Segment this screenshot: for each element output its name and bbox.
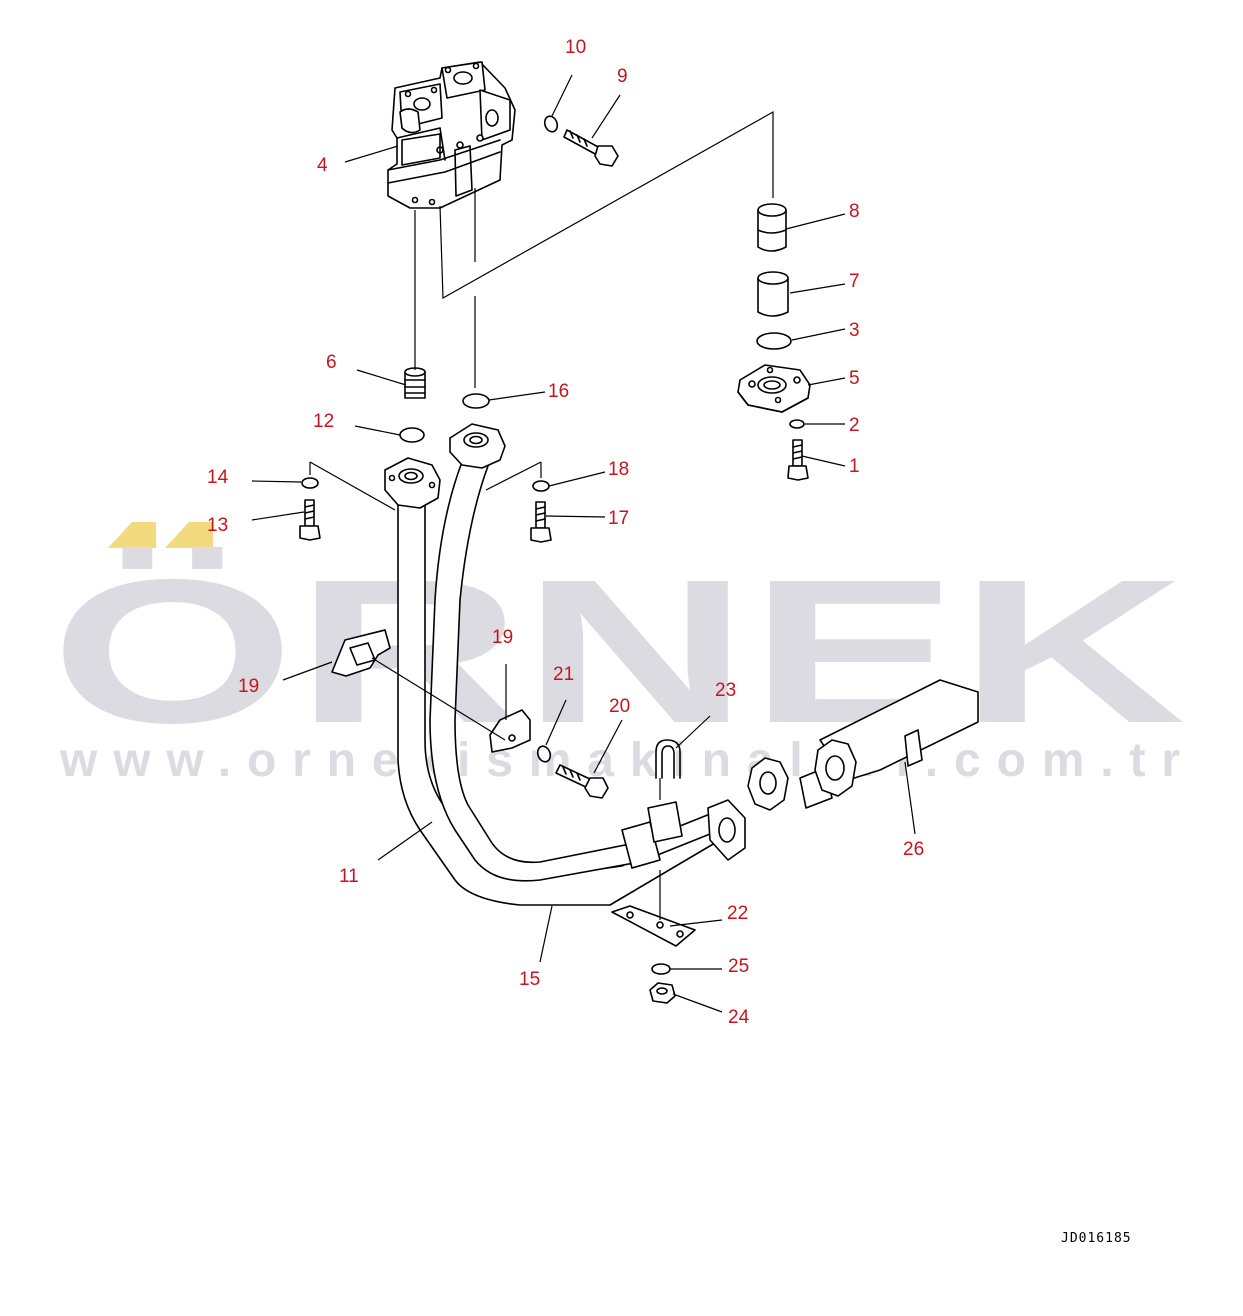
watermark-accent-left [108, 522, 156, 548]
callout-6: 6 [326, 352, 337, 373]
callout-leaders [251, 74, 916, 1013]
washer-part-18 [532, 480, 550, 492]
u-bolt-part-23 [655, 739, 681, 779]
watermark-brand: ÖRNEK [51, 537, 1186, 766]
callout-19-left: 19 [238, 676, 259, 697]
tube-part-11 [384, 457, 729, 906]
watermark: ÖRNEK www.ornekismakinalari.com.tr [51, 522, 1186, 787]
callout-7: 7 [849, 271, 860, 292]
drawing-code: JD016185 [1061, 1231, 1132, 1246]
sleeve-part-7 [757, 271, 789, 317]
callout-11: 11 [339, 866, 359, 887]
callout-23: 23 [715, 680, 736, 701]
callout-18: 18 [608, 459, 629, 480]
callout-17: 17 [608, 508, 629, 529]
nut-part-24 [649, 982, 676, 1004]
callout-25: 25 [728, 956, 749, 977]
callout-24: 24 [728, 1007, 750, 1028]
assembly-lines [309, 110, 774, 920]
fitting-part-6 [404, 367, 426, 399]
watermark-accent-right [165, 522, 213, 548]
callout-19-right: 19 [492, 627, 513, 648]
callout-8: 8 [849, 201, 860, 222]
callout-22: 22 [727, 903, 748, 924]
callout-12: 12 [313, 411, 334, 432]
washer-part-2 [789, 419, 805, 429]
flange-part-5 [737, 364, 811, 413]
callout-2: 2 [849, 415, 860, 436]
plate-part-22 [611, 905, 696, 947]
callout-numbers: 1 2 3 4 5 6 7 8 9 10 11 12 13 14 15 16 1… [207, 37, 924, 1028]
washer-part-21 [536, 745, 552, 763]
washer-part-25 [651, 963, 671, 975]
bolt-part-20 [555, 764, 609, 799]
callout-5: 5 [849, 368, 860, 389]
callout-13: 13 [207, 515, 228, 536]
callout-15: 15 [519, 969, 540, 990]
hose-flange-left [747, 757, 789, 811]
callout-16: 16 [548, 381, 569, 402]
callout-3: 3 [849, 320, 860, 341]
hose-part-26 [747, 679, 979, 811]
sleeve-part-8 [757, 203, 787, 252]
o-ring-part-16 [462, 393, 490, 409]
callout-9: 9 [617, 66, 628, 87]
callout-4: 4 [317, 155, 328, 176]
callout-10: 10 [565, 37, 586, 58]
callout-26: 26 [903, 839, 924, 860]
washer-part-14 [301, 477, 319, 489]
washer-part-10 [543, 115, 559, 133]
tube-end-flange [621, 799, 746, 869]
hose-flange-right [814, 739, 857, 797]
bolt-part-9 [563, 129, 619, 167]
valve-block-part [387, 61, 516, 209]
bolt-part-1 [787, 439, 809, 481]
callout-20: 20 [609, 696, 630, 717]
callout-1: 1 [849, 456, 860, 477]
bolt-part-13 [299, 499, 321, 541]
clamp-part-19-right [489, 709, 531, 753]
tube-part-15 [429, 423, 721, 882]
o-ring-part-12 [399, 427, 425, 443]
callout-14: 14 [207, 467, 229, 488]
callout-21: 21 [553, 664, 574, 685]
bolt-part-17 [530, 501, 552, 543]
o-ring-part-3 [756, 332, 792, 350]
